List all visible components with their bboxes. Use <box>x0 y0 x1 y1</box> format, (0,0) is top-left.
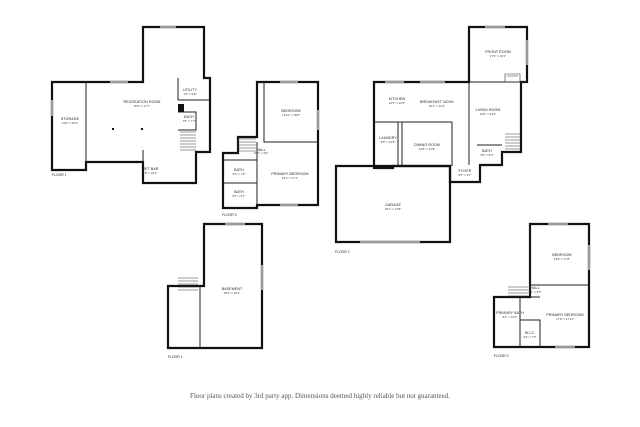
room-dimensions: 19'8" x 21'3" <box>480 112 496 116</box>
floor-plan-bottom-right: BEDROOM 19'8" x 17'8" HALL 6'7" x 8'5" P… <box>492 222 591 358</box>
interior-walls <box>223 82 318 205</box>
floor-label: FLOOR 1 <box>52 173 67 177</box>
column <box>141 128 143 130</box>
room-label: PRIMARY BATH <box>496 311 524 315</box>
room-dimensions: 6'4" x 7'5" <box>523 335 536 339</box>
room-dimensions: 8'5" x 9'7" <box>458 173 471 177</box>
stairs <box>505 133 520 150</box>
disclaimer-text: Floor plans created by 3rd party app. Di… <box>190 392 450 400</box>
window <box>360 25 529 244</box>
window <box>280 80 320 207</box>
room-label: BEDROOM <box>281 109 300 113</box>
column <box>112 128 114 130</box>
room-dimensions: 16'1" x 12'4" <box>429 104 445 108</box>
floor-plan-top-left: STORAGE 13'9" x 20'3" RECREATION ROOM 30… <box>50 25 212 185</box>
floor-plan-bottom-middle: BASEMENT 30'1" x 29'1" FLOOR 1 <box>166 222 264 359</box>
exterior-walls <box>166 222 264 350</box>
room-dimensions: 8'9" x 12'8" <box>381 140 396 144</box>
floor-plan-top-right: FRONT ROOM 17'9" x 16'1" KITCHEN 14'3" x… <box>334 25 529 254</box>
room-dimensions: 13'11" x 18'8" <box>282 113 300 117</box>
room-label: DINING ROOM <box>414 143 440 147</box>
room-dimensions: 7'6" x 6'8" <box>183 92 196 96</box>
stairs <box>239 138 256 152</box>
room-label: KITCHEN <box>389 97 406 101</box>
room-label: STORAGE <box>61 117 80 121</box>
room-label: UTILITY <box>183 88 198 92</box>
fireplace <box>504 73 521 83</box>
room-label: BEDROOM <box>552 253 571 257</box>
room-dimensions: 6'5" x 8'7" <box>232 194 245 198</box>
room-label: WET BAR <box>141 167 158 171</box>
room-dimensions: 17'8" x 17'11" <box>556 317 574 321</box>
room-dimensions: 14'3" x 12'5" <box>389 101 405 105</box>
room-dimensions: 5'8" x 8'3" <box>480 153 493 157</box>
room-label: RECREATION ROOM <box>124 100 161 104</box>
exterior-walls <box>50 25 212 185</box>
interior-walls <box>85 78 210 162</box>
window <box>548 222 591 349</box>
room-dimensions: 14'8" x 12'8" <box>419 147 435 151</box>
room-label: LIVING ROOM <box>475 108 500 112</box>
interior-walls <box>519 224 589 347</box>
room-label: BATH <box>234 168 244 172</box>
room-dimensions: 6'7" x 8'5" <box>528 290 541 294</box>
room-label: LAUNDRY <box>379 136 397 140</box>
room-label: PRIMARY BEDROOM <box>546 313 583 317</box>
room-dimensions: 30'3" x 17'7" <box>134 104 150 108</box>
room-dimensions: 19'8" x 17'8" <box>554 257 570 261</box>
room-dimensions: 9'1" x 7'9" <box>232 172 245 176</box>
room-label: HALL <box>256 148 265 152</box>
furnace <box>178 104 184 112</box>
garage-walls <box>334 164 452 244</box>
floor-label: FLOOR 1 <box>168 355 183 359</box>
room-dimensions: 8'1" x 10'5" <box>503 315 518 319</box>
room-dimensions: 7'8" x 7'7" <box>182 119 195 123</box>
room-dimensions: 13'9" x 20'3" <box>62 121 78 125</box>
room-label: FRONT ROOM <box>485 50 511 54</box>
floor-label: FLOOR 3 <box>222 213 237 217</box>
interior-walls <box>374 81 527 166</box>
room-dimensions: 7'8" x 10'3" <box>143 171 158 175</box>
window <box>225 222 264 290</box>
floor-label: FLOOR 2 <box>335 250 350 254</box>
room-dimensions: 17'9" x 16'1" <box>490 54 506 58</box>
stairs <box>180 131 196 151</box>
floor-label: FLOOR 3 <box>494 354 509 358</box>
room-label: BATH <box>482 149 492 153</box>
room-label: BATH <box>234 190 244 194</box>
room-label: FOYER <box>459 169 472 173</box>
room-dimensions: 30'1" x 29'1" <box>224 291 240 295</box>
room-label: HALL <box>530 286 539 290</box>
stairs <box>178 277 198 291</box>
room-label: BREAKFAST NOOK <box>420 100 455 104</box>
room-label: BASEMENT <box>222 287 243 291</box>
stairs <box>508 286 528 297</box>
room-label: GARAGE <box>385 203 401 207</box>
room-dimensions: 16'1" x 17'1" <box>282 176 298 180</box>
window <box>50 25 176 116</box>
room-label: W.I.C. <box>525 331 535 335</box>
exterior-walls <box>221 80 320 210</box>
floor-plan-top-middle: BEDROOM 13'11" x 18'8" HALL 18'1" x 3'6"… <box>221 80 320 217</box>
room-label: PRIMARY BEDROOM <box>271 172 308 176</box>
room-label: BATH <box>184 115 194 119</box>
room-dimensions: 26'1" x 21'8" <box>385 207 401 211</box>
room-dimensions: 18'1" x 3'6" <box>254 151 269 155</box>
